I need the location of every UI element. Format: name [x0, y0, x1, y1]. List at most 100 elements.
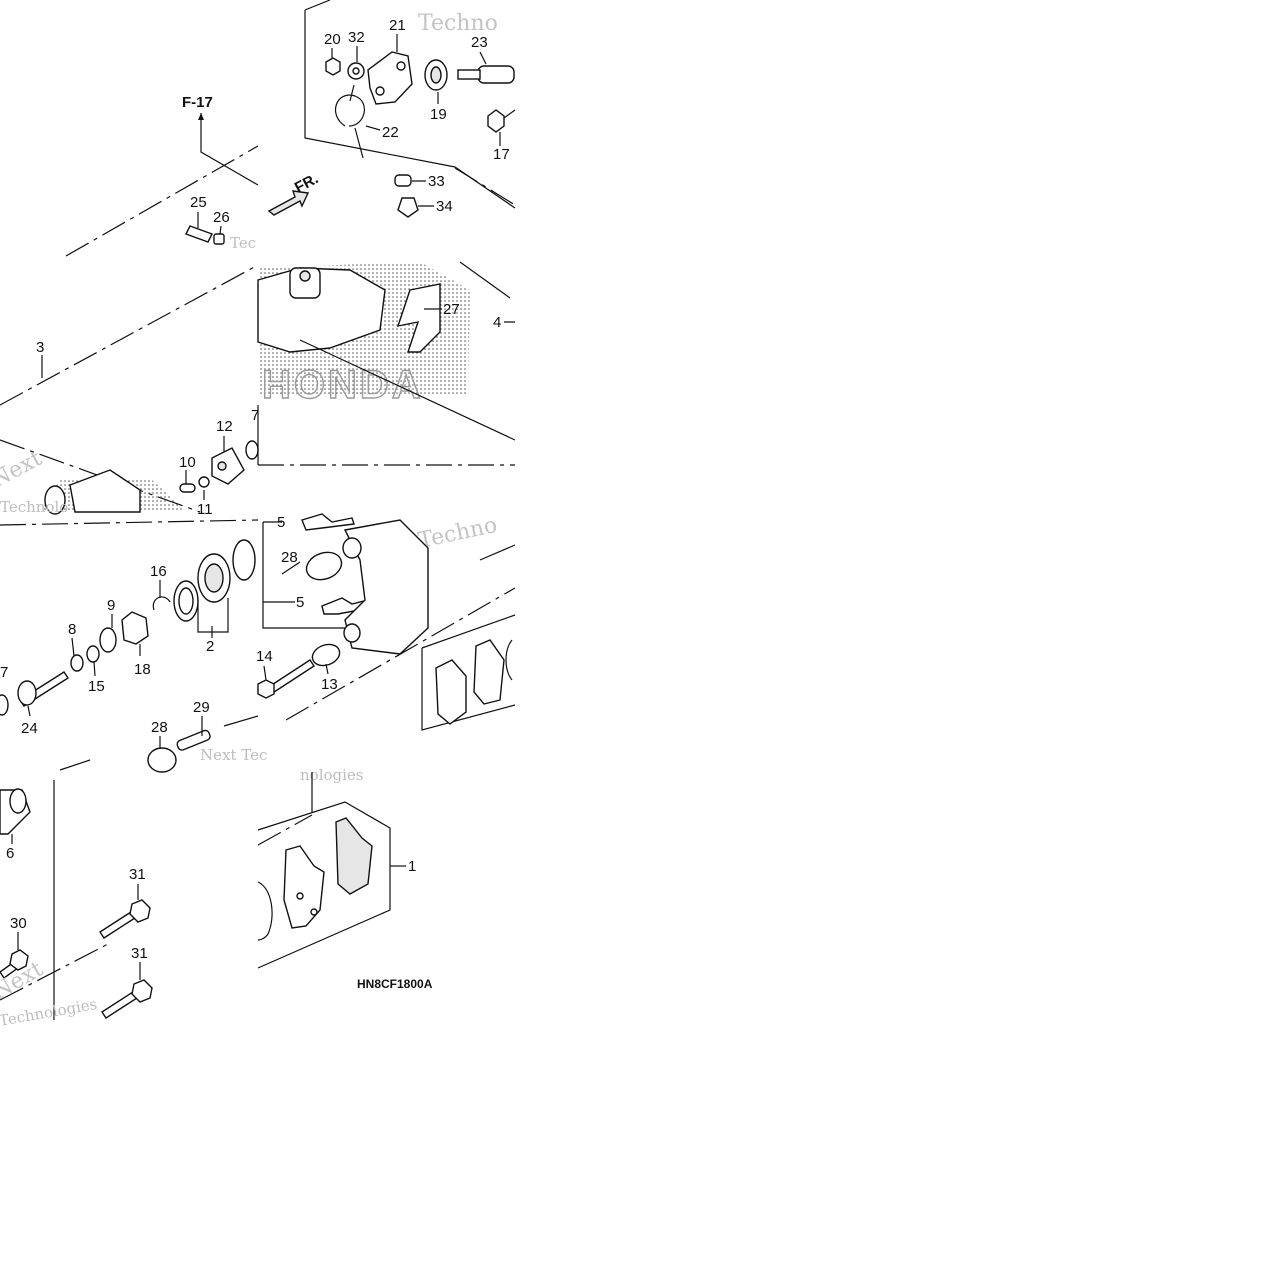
washer	[70, 654, 84, 672]
outline	[257, 339, 516, 465]
bolt-head	[129, 899, 151, 923]
pivot-pin	[477, 65, 515, 84]
leader-line	[459, 261, 515, 323]
callout-label: 6	[6, 845, 14, 862]
callout-label: 19	[430, 106, 447, 123]
reference-arrow-line	[200, 113, 259, 186]
pad-hole	[310, 908, 318, 916]
watermark-text: Next	[0, 957, 47, 1005]
watermark-text: Technologies	[0, 995, 98, 1030]
watermark-text: Techno	[418, 11, 498, 36]
outline	[59, 759, 91, 771]
pin-boot	[147, 747, 177, 773]
piston-cup-hole	[217, 461, 227, 471]
partial-part	[505, 639, 513, 681]
callout-label: 30	[10, 915, 27, 932]
callout-label: 1	[408, 858, 416, 875]
partial-part	[257, 881, 273, 941]
piston-cup	[211, 447, 245, 485]
brake-pad	[473, 639, 505, 705]
caliper-piston	[44, 485, 66, 515]
callout-label: 2	[206, 638, 214, 655]
bolt-head	[131, 979, 153, 1003]
callout-label: 23	[471, 34, 488, 51]
boot	[305, 551, 343, 581]
seal-ring-inner	[178, 587, 194, 615]
callout-label: 31	[129, 866, 146, 883]
pad-set-outline	[257, 801, 391, 969]
piston	[232, 539, 256, 581]
brand-watermark: HONDA	[262, 363, 424, 407]
bracket-leader	[197, 598, 229, 633]
washer	[86, 645, 100, 663]
tile-caliper-housing: HONDA	[257, 261, 516, 466]
callout-label: 32	[348, 29, 365, 46]
seal-ring-inner	[430, 66, 442, 84]
callout-label: 20	[324, 31, 341, 48]
bracket-hole	[396, 61, 406, 71]
tile-pad-set: nologies HN8CF1800A	[257, 766, 433, 991]
callout-label: 13	[321, 676, 338, 693]
callout-boundary-line	[65, 145, 259, 257]
tile-reference-area: F-17 Tec	[65, 94, 259, 257]
callout-leaders	[27, 34, 501, 748]
boundary-line	[0, 943, 109, 1001]
boundary-line	[257, 814, 313, 846]
snap-ring	[152, 596, 171, 611]
callout-label: 16	[150, 563, 167, 580]
callout-label: 27	[443, 301, 460, 318]
callout-label: 4	[493, 314, 501, 331]
callout-labels: 20 32 21 23 19 22 17 33 34 25 26 27 3 4 …	[0, 17, 510, 962]
slide-bolt-head	[257, 679, 275, 699]
adjuster-nut	[121, 611, 149, 645]
callout-label: 18	[134, 661, 151, 678]
figure-code: HN8CF1800A	[357, 977, 433, 991]
tile-caliper-body: Next Technolo	[0, 264, 259, 516]
callout-label: 14	[256, 648, 273, 665]
callout-label: 8	[68, 621, 76, 638]
support-bracket	[343, 519, 429, 655]
caliper-bracket	[69, 469, 141, 513]
partial-part	[0, 694, 9, 716]
pad-spring-upper	[301, 513, 355, 531]
callout-label: 21	[389, 17, 406, 34]
boot	[311, 643, 341, 667]
callout-label: 5	[277, 514, 285, 531]
boundary-line	[0, 519, 259, 526]
dust-cap	[394, 174, 412, 187]
flange-bolt-shaft	[503, 109, 516, 119]
callout-label: 5	[296, 594, 304, 611]
callout-label: 17	[493, 146, 510, 163]
callout-label: 10	[179, 454, 196, 471]
reference-arrow-label: F-17	[182, 94, 213, 111]
bracket-bore	[343, 623, 361, 643]
callout-label: 11	[197, 501, 213, 518]
bracket-leader	[262, 522, 360, 629]
brake-pad-backplate	[283, 845, 325, 929]
watermark-text: Next	[0, 446, 46, 493]
cylinder-face	[9, 788, 27, 814]
callout-label: 3	[36, 339, 44, 356]
nut	[99, 627, 117, 653]
bleeder-screw	[397, 197, 419, 218]
callout-label: 33	[428, 173, 445, 190]
housing-port	[299, 270, 311, 282]
callout-label: 7	[0, 664, 8, 681]
callout-label: 24	[21, 720, 38, 737]
bolt-head	[9, 949, 29, 971]
watermark-text: nologies	[300, 766, 364, 784]
callout-label: 12	[216, 418, 233, 435]
flange-bolt	[487, 109, 505, 133]
callout-label: 28	[281, 549, 298, 566]
partial-part	[245, 440, 259, 460]
pad-box-outline	[421, 614, 516, 731]
assembly-outline	[304, 0, 516, 209]
boundary-line	[454, 167, 516, 206]
pivot-pin-shaft	[457, 69, 481, 80]
arrow-up-icon	[198, 113, 204, 120]
callout-label: 29	[193, 699, 210, 716]
tile-support-bracket: Techno	[257, 513, 516, 731]
bolt-head	[17, 680, 37, 706]
outline	[479, 544, 516, 561]
